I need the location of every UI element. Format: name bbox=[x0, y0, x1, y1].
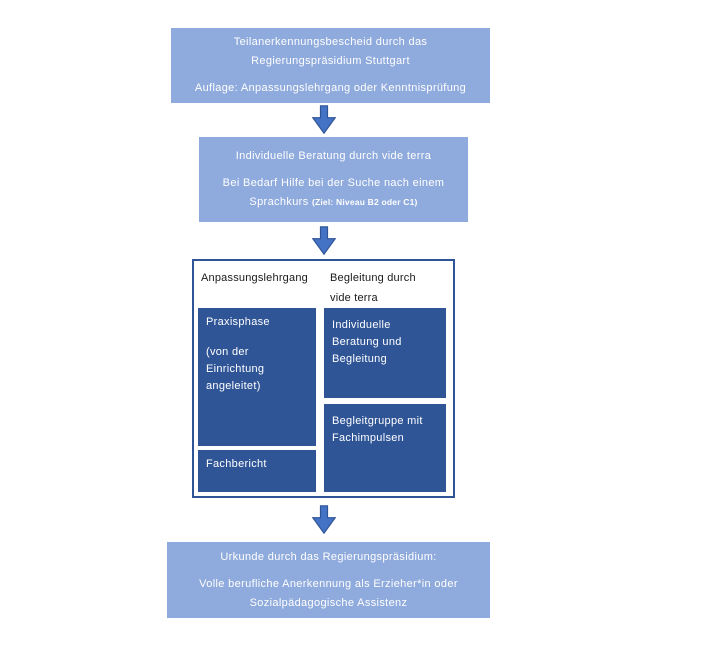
cell-praxisphase: Praxisphase (von der Einrichtung angelei… bbox=[198, 308, 316, 446]
column-header-begleitung-vide-terra: Begleitung durch vide terra bbox=[330, 272, 416, 304]
cell-individuelle-beratung: Individuelle Beratung und Begleitung bbox=[324, 308, 446, 398]
step-urkunde-box: Urkunde durch das Regierungspräsidium: V… bbox=[167, 542, 490, 618]
process-table-header-row: Anpassungslehrgang Begleitung durch vide… bbox=[198, 265, 449, 308]
step2-title-text: Individuelle Beratung durch vide terra bbox=[235, 150, 432, 162]
step-individuelle-beratung-box: Individuelle Beratung durch vide terra B… bbox=[199, 137, 468, 222]
cell-individuelle-beratung-text: Individuelle Beratung und Begleitung bbox=[332, 319, 402, 365]
step2-niveau-note-text: (Ziel: Niveau B2 oder C1) bbox=[311, 197, 418, 207]
down-arrow-icon bbox=[312, 226, 336, 255]
cell-begleitgruppe: Begleitgruppe mit Fachimpulsen bbox=[324, 404, 446, 492]
step4-title-text: Urkunde durch das Regierungspräsidium: bbox=[220, 550, 437, 563]
step2-sprachkurs-main-text: Bei Bedarf Hilfe bei der Suche nach eine… bbox=[222, 177, 445, 208]
cell-fachbericht: Fachbericht bbox=[198, 450, 316, 492]
cell-begleitgruppe-text: Begleitgruppe mit Fachimpulsen bbox=[332, 415, 423, 444]
column-header-anpassungslehrgang: Anpassungslehrgang bbox=[201, 272, 308, 284]
down-arrow-icon bbox=[312, 105, 336, 134]
step-teilanerkennungsbescheid-box: Teilanerkennungsbescheid durch das Regie… bbox=[171, 28, 490, 103]
column-anpassungslehrgang: Praxisphase (von der Einrichtung angelei… bbox=[198, 308, 316, 492]
cell-praxisphase-detail-text: (von der Einrichtung angeleitet) bbox=[206, 346, 265, 392]
process-table-columns: Praxisphase (von der Einrichtung angelei… bbox=[198, 308, 449, 492]
column-begleitung-vide-terra: Individuelle Beratung und Begleitung Beg… bbox=[324, 308, 446, 492]
step2-sprachkurs-text: Bei Bedarf Hilfe bei der Suche nach eine… bbox=[223, 174, 445, 212]
down-arrow-icon bbox=[312, 505, 336, 534]
cell-fachbericht-text: Fachbericht bbox=[206, 458, 267, 470]
step4-anerkennung-text: Volle berufliche Anerkennung als Erziehe… bbox=[199, 577, 458, 609]
anpassungslehrgang-process-table: Anpassungslehrgang Begleitung durch vide… bbox=[192, 259, 455, 498]
step1-auflage-text: Auflage: Anpassungslehrgang oder Kenntni… bbox=[194, 82, 467, 94]
cell-praxisphase-title-text: Praxisphase bbox=[206, 316, 270, 328]
step1-title-text: Teilanerkennungsbescheid durch das Regie… bbox=[233, 36, 428, 67]
